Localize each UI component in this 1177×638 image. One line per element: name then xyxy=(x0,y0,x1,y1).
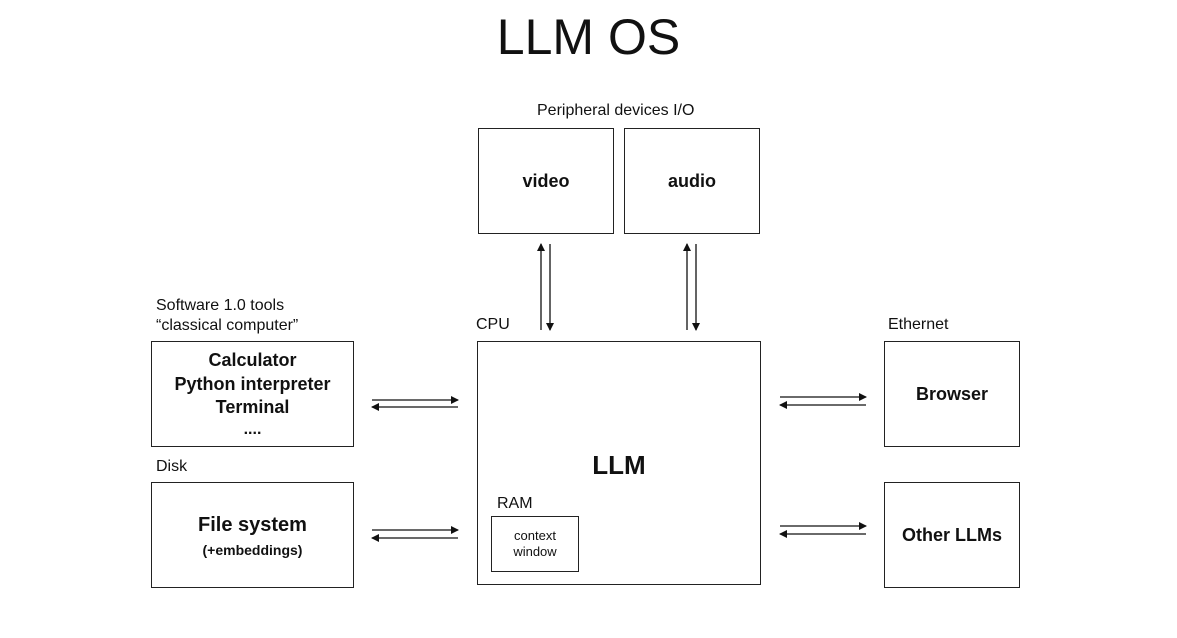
video-label: video xyxy=(522,170,570,191)
context-window-line1: context xyxy=(514,528,556,543)
video-box: video xyxy=(478,128,614,234)
audio-label: audio xyxy=(668,170,716,191)
tool-ellipsis: .... xyxy=(243,420,262,438)
browser-label: Browser xyxy=(915,383,989,404)
tool-calculator: Calculator xyxy=(208,350,297,370)
context-window-line2: window xyxy=(513,544,557,559)
file-system-box: File system (+embeddings) xyxy=(151,482,354,588)
software-tools-box: Calculator Python interpreter Terminal .… xyxy=(151,341,354,447)
software-label-line2: “classical computer” xyxy=(156,317,299,334)
disk-label: Disk xyxy=(156,458,188,475)
browser-box: Browser xyxy=(884,341,1020,447)
llm-label: LLM xyxy=(592,450,646,480)
file-system-subtitle: (+embeddings) xyxy=(202,542,303,558)
audio-box: audio xyxy=(624,128,760,234)
other-llms-box: Other LLMs xyxy=(884,482,1020,588)
context-window-box: context window xyxy=(491,516,579,572)
software-label-line1: Software 1.0 tools xyxy=(156,297,285,314)
ram-label: RAM xyxy=(497,495,533,512)
file-system-title: File system xyxy=(198,514,307,536)
other-llms-label: Other LLMs xyxy=(901,524,1002,545)
tool-python-interpreter: Python interpreter xyxy=(174,373,331,394)
tool-terminal: Terminal xyxy=(215,397,290,417)
cpu-label: CPU xyxy=(476,316,510,333)
diagram-title: LLM OS xyxy=(496,9,681,65)
peripheral-label: Peripheral devices I/O xyxy=(537,102,695,119)
ethernet-label: Ethernet xyxy=(888,316,949,333)
